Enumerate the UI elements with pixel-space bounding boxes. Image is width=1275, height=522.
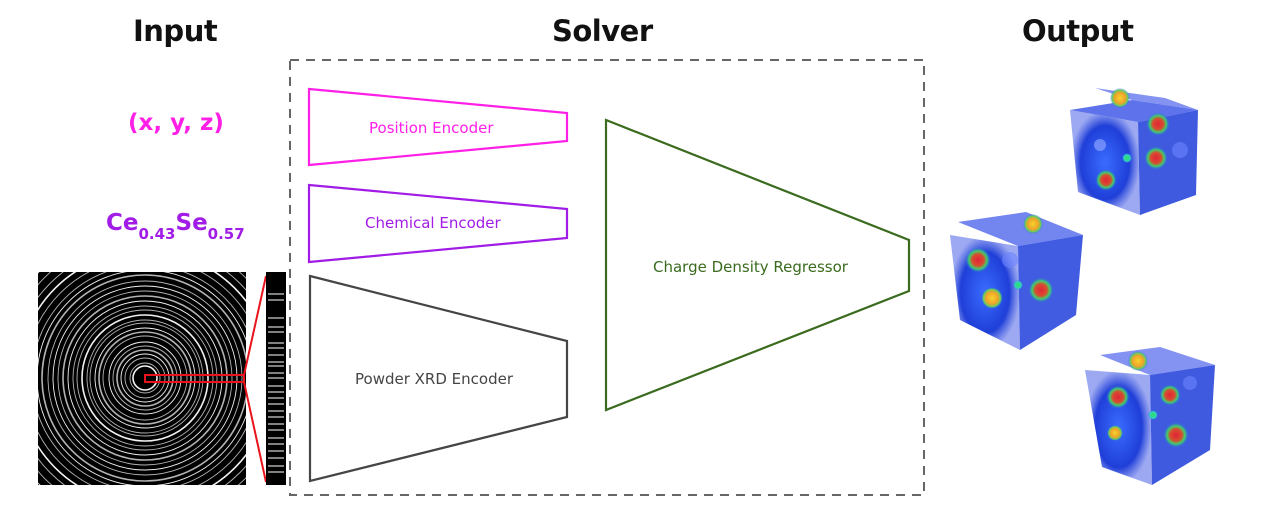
diffraction-ring bbox=[89, 322, 201, 434]
input-heading: Input bbox=[133, 14, 218, 48]
diffraction-ring bbox=[129, 362, 161, 394]
chemical-encoder-shape bbox=[307, 183, 569, 264]
diffraction-ring bbox=[102, 335, 188, 421]
xrd-diffraction-image bbox=[38, 272, 246, 485]
xrd-encoder-shape bbox=[308, 274, 569, 483]
diffraction-ring bbox=[47, 280, 243, 476]
diffraction-ring bbox=[62, 295, 228, 461]
zoom-lines bbox=[243, 275, 267, 483]
charge-density-cube-3 bbox=[1085, 347, 1215, 485]
formula-element-2: Se bbox=[175, 210, 208, 236]
solver-box bbox=[289, 59, 925, 496]
diffraction-ring bbox=[72, 305, 218, 451]
xrd-1d-strip bbox=[266, 272, 286, 485]
formula-subscript-1: 0.43 bbox=[138, 225, 176, 243]
diffraction-ring bbox=[108, 341, 182, 415]
formula-subscript-2: 0.57 bbox=[207, 225, 245, 243]
solver-heading: Solver bbox=[552, 14, 653, 48]
diffraction-ring bbox=[57, 290, 233, 466]
regressor-shape bbox=[604, 118, 911, 412]
diffraction-ring bbox=[124, 357, 166, 399]
diffraction-ring bbox=[112, 345, 178, 411]
output-heading: Output bbox=[1022, 14, 1134, 48]
diffraction-ring bbox=[52, 285, 238, 471]
charge-density-cube-1 bbox=[1070, 88, 1198, 215]
diffraction-ring bbox=[67, 300, 223, 456]
xrd-encoder-label: Powder XRD Encoder bbox=[355, 370, 513, 388]
diffraction-ring bbox=[41, 274, 246, 482]
coordinates-input: (x, y, z) bbox=[128, 110, 224, 136]
chemical-encoder-label: Chemical Encoder bbox=[365, 214, 501, 232]
diffraction-ring bbox=[76, 309, 214, 447]
charge-density-cube-2 bbox=[950, 212, 1083, 350]
diffraction-ring bbox=[94, 327, 196, 429]
diffraction-ring bbox=[81, 314, 209, 442]
position-encoder-shape bbox=[307, 87, 569, 167]
regressor-label: Charge Density Regressor bbox=[653, 258, 848, 276]
diffraction-ring bbox=[86, 319, 204, 437]
chemical-formula: Ce0.43Se0.57 bbox=[106, 210, 245, 243]
position-encoder-label: Position Encoder bbox=[369, 119, 494, 137]
highlight-box bbox=[144, 374, 245, 383]
diffraction-ring bbox=[120, 353, 170, 403]
diffraction-ring bbox=[116, 349, 174, 407]
diffraction-ring bbox=[132, 365, 158, 391]
formula-element-1: Ce bbox=[106, 210, 139, 236]
diffraction-ring bbox=[98, 331, 192, 425]
